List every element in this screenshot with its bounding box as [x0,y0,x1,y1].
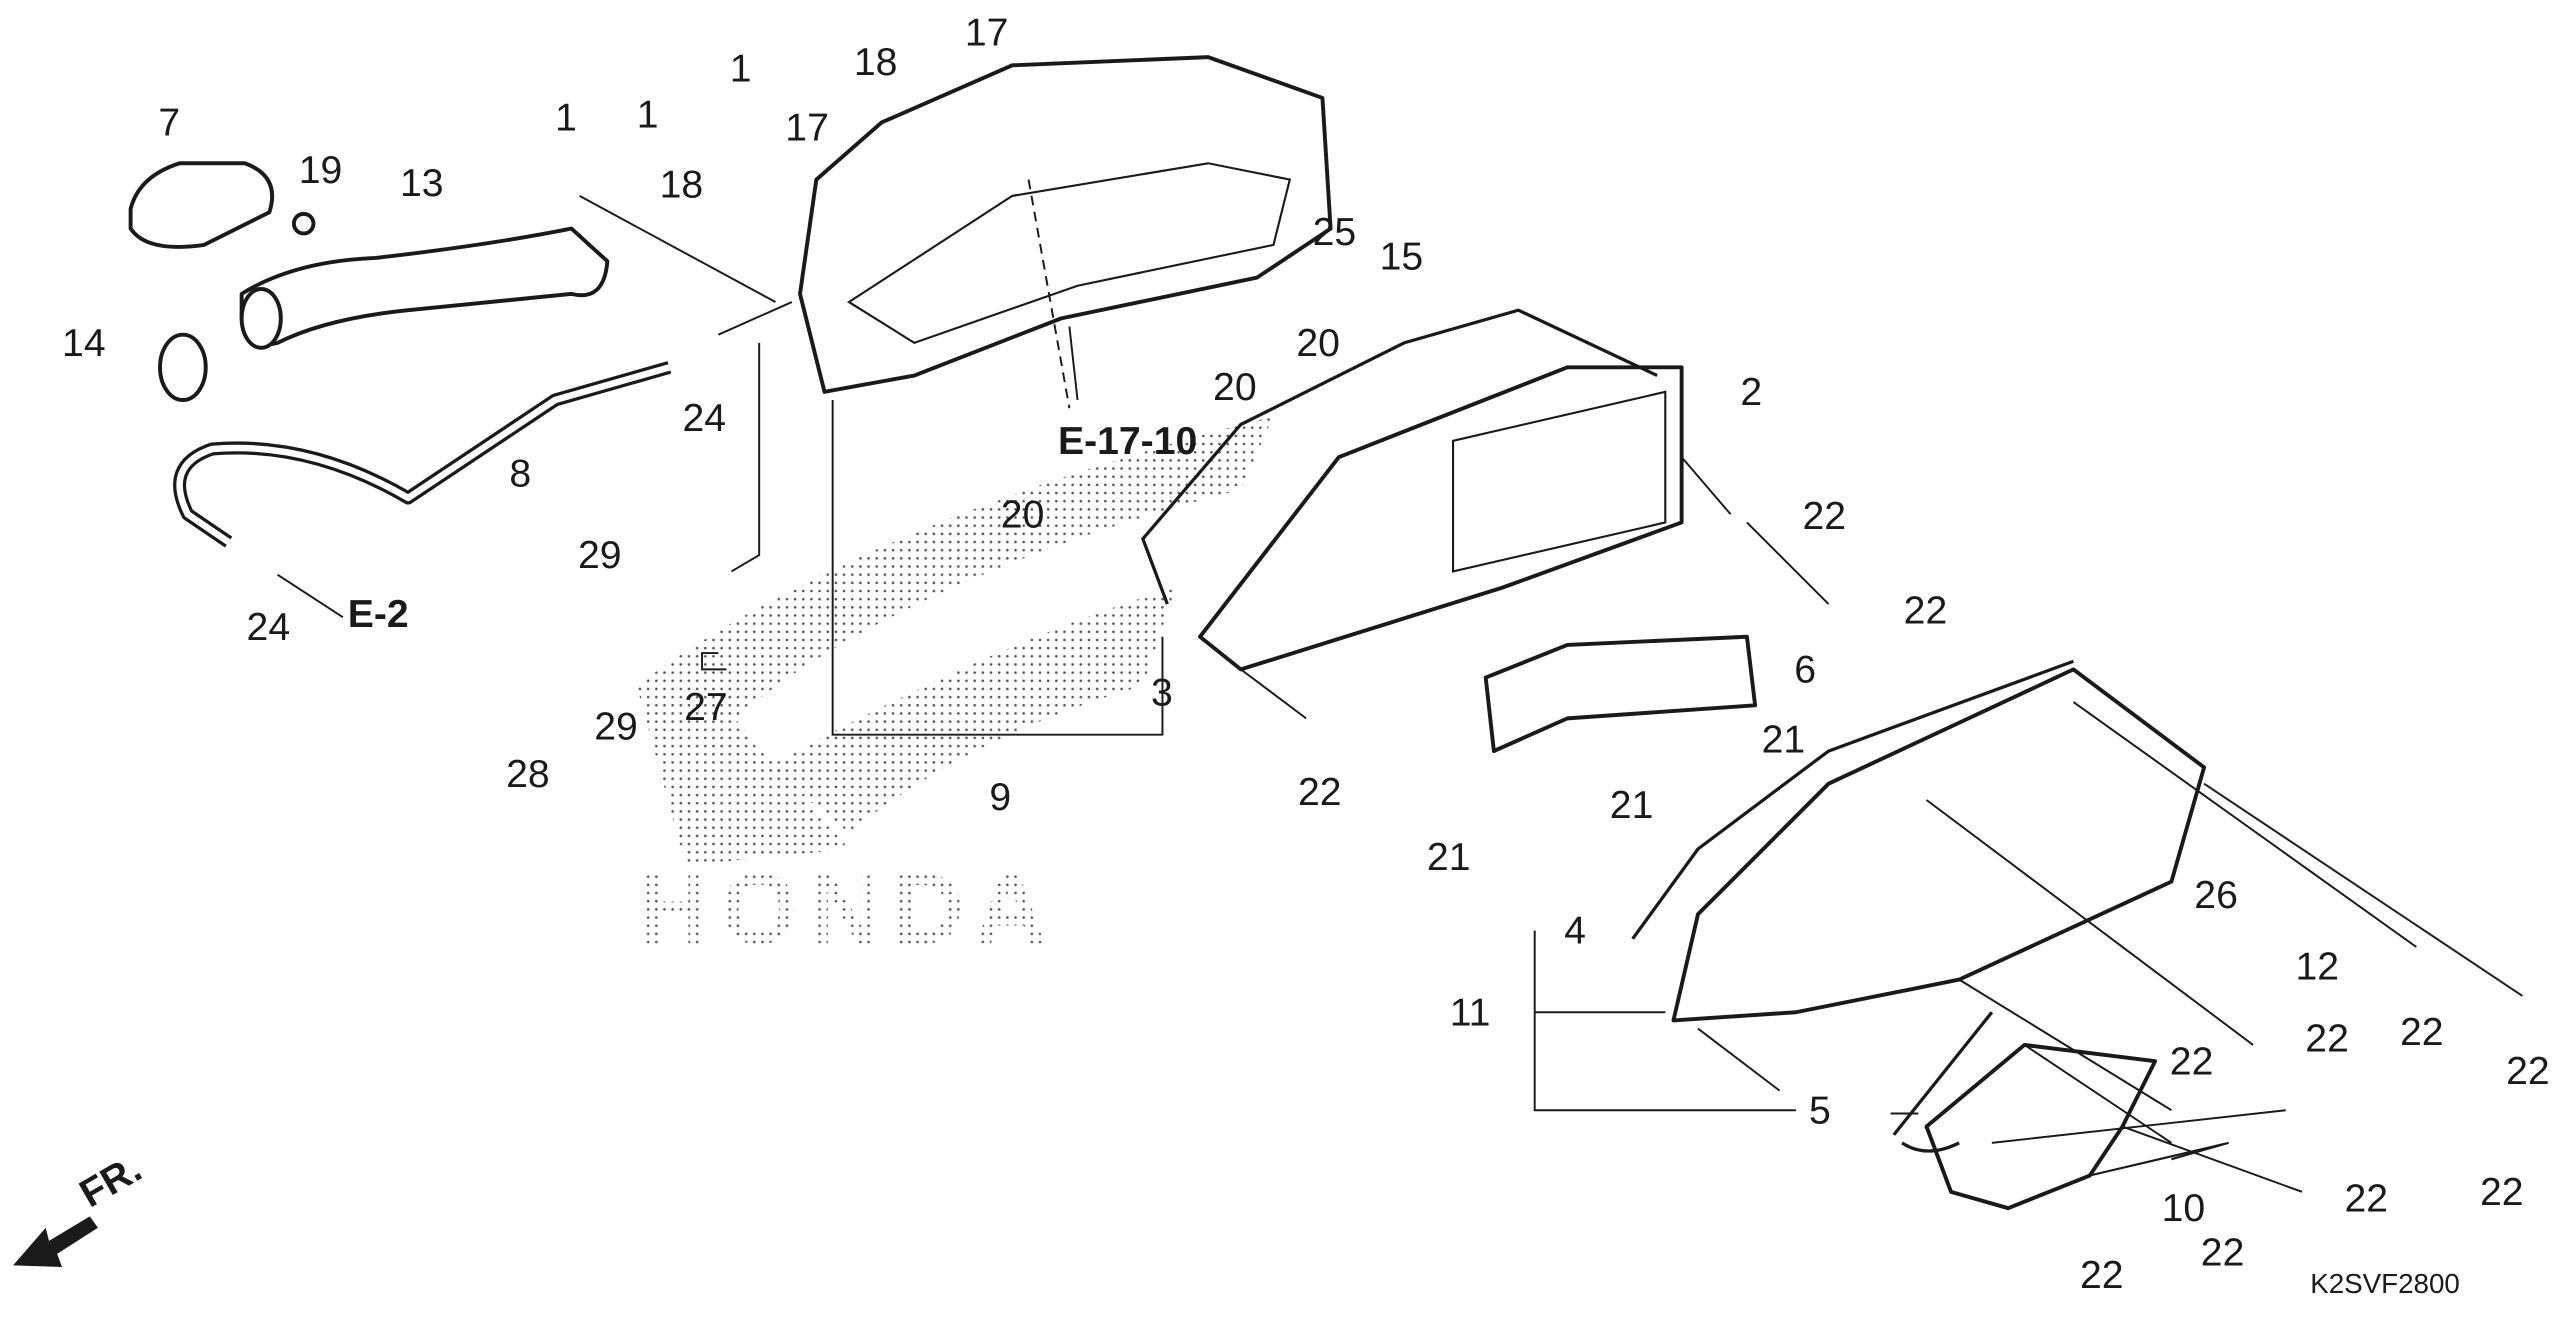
leader-lines [277,179,2523,1193]
callout-1: 1 [555,97,577,140]
callout-22: 22 [2305,1017,2349,1060]
callout-24: 24 [247,606,291,649]
reference-e-2[interactable]: E-2 [348,593,409,636]
callout-17: 17 [965,12,1009,55]
callout-1: 1 [637,93,659,136]
callout-22: 22 [2170,1040,2214,1083]
part-8-tube [173,361,672,548]
callout-19: 19 [299,149,343,192]
callout-26: 26 [2194,874,2238,917]
callout-11: 11 [1450,991,1491,1034]
part-13-duct [239,226,610,347]
callout-20: 20 [1296,322,1340,365]
callout-29: 29 [578,534,622,577]
front-arrow-icon [13,1216,98,1267]
part-10-seal [2089,1141,2229,1177]
part-4-cover [1671,667,2207,1023]
callout-22: 22 [2480,1171,2524,1214]
part-19-clamp [291,211,316,236]
callout-18: 18 [854,41,898,84]
part-2-element [1198,365,1684,672]
callout-18: 18 [660,164,704,207]
callout-8: 8 [509,453,531,496]
callout-29: 29 [594,706,638,749]
callout-2: 2 [1740,371,1762,414]
diagram-code: K2SVF2800 [2310,1268,2460,1299]
callout-20: 20 [1001,493,1045,536]
callout-24: 24 [682,397,726,440]
callout-25: 25 [1313,211,1357,254]
reference-e-17-10[interactable]: E-17-10 [1058,420,1197,463]
callout-12: 12 [2296,946,2340,989]
callout-22: 22 [2400,1011,2444,1054]
callout-9: 9 [989,776,1011,819]
callout-22: 22 [2201,1231,2245,1274]
callout-7: 7 [158,102,180,145]
part-7-cover [128,161,275,249]
callout-22: 22 [2344,1177,2388,1220]
callout-3: 3 [1151,671,1173,714]
part-14-band [158,332,208,402]
callout-21: 21 [1610,784,1654,827]
part-6-tube [1483,634,1758,753]
callout-21: 21 [1427,836,1471,879]
callout-22: 22 [1904,590,1948,633]
callout-22: 22 [1298,771,1342,814]
callout-6: 6 [1794,648,1816,691]
callout-21: 21 [1762,719,1806,762]
callout-5: 5 [1809,1089,1831,1132]
callout-28: 28 [506,753,550,796]
callout-17: 17 [785,106,829,149]
callout-22: 22 [2080,1254,2124,1297]
part-3-gasket [1140,308,1658,605]
honda-watermark-text: HONDA [637,853,1057,966]
callout-13: 13 [400,162,444,205]
callout-1: 1 [730,48,752,91]
front-direction-indicator: FR. [13,1147,149,1267]
part-13-duct-mouth [239,287,283,350]
callout-14: 14 [62,322,106,365]
callout-15: 15 [1380,235,1424,278]
callout-27: 27 [684,686,728,729]
callout-22: 22 [1802,495,1846,538]
callout-labels: 1 1 1 2 3 4 5 6 7 8 9 10 11 12 13 14 15 … [62,12,2550,1297]
callout-4: 4 [1564,910,1586,953]
part-9-case [798,55,1333,394]
callout-10: 10 [2162,1187,2206,1230]
front-label: FR. [73,1147,149,1216]
part-5-duct [1924,1042,2158,1211]
callout-22: 22 [2506,1050,2550,1093]
callout-20: 20 [1213,366,1257,409]
